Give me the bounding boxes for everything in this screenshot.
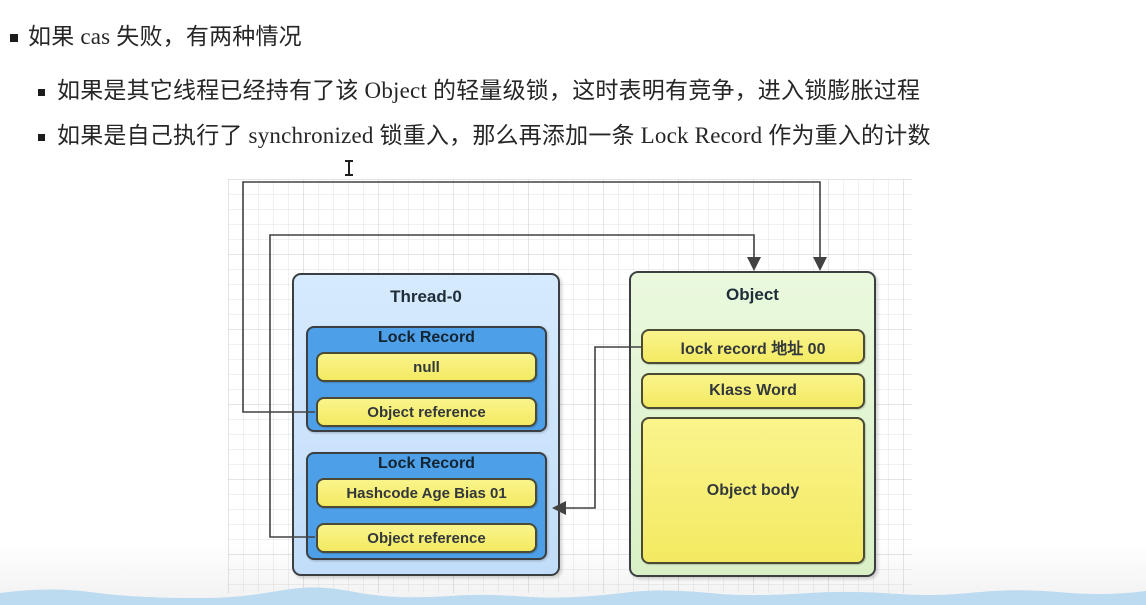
lock-record-2-container: Lock Record Hashcode Age Bias 01 Object … — [306, 452, 547, 560]
lock-record-2-value-cell: Hashcode Age Bias 01 — [316, 478, 537, 508]
note-line-2[interactable]: 如果是其它线程已经持有了该 Object 的轻量级锁，这时表明有竞争，进入锁膨胀… — [57, 78, 921, 103]
object-body-cell: Object body — [641, 417, 865, 564]
wave-footer-decoration — [0, 587, 1146, 605]
object-title: Object — [726, 285, 779, 304]
bullet-marker — [10, 34, 18, 42]
wave-shape-light — [0, 587, 1146, 605]
object-box: Object lock record 地址 00 Klass Word Obje… — [629, 271, 876, 577]
lock-record-1-object-reference-cell: Object reference — [316, 397, 537, 427]
bullet-marker — [38, 89, 45, 96]
klass-word-cell: Klass Word — [641, 373, 865, 409]
mark-word-cell: lock record 地址 00 — [641, 329, 865, 364]
thread-0-box: Thread-0 Lock Record null Object referen… — [292, 273, 560, 576]
text-cursor-icon — [344, 160, 354, 176]
lock-record-2-label: Lock Record — [378, 455, 475, 472]
lock-record-1-value-cell: null — [316, 352, 537, 382]
note-line-1[interactable]: 如果 cas 失败，有两种情况 — [28, 24, 302, 49]
lock-record-1-container: Lock Record null Object reference — [306, 326, 547, 432]
bullet-marker — [38, 134, 45, 141]
thread-0-title: Thread-0 — [390, 287, 462, 306]
lock-record-1-label: Lock Record — [378, 329, 475, 346]
lock-record-2-object-reference-cell: Object reference — [316, 523, 537, 553]
note-line-3[interactable]: 如果是自己执行了 synchronized 锁重入，那么再添加一条 Lock R… — [57, 123, 931, 148]
